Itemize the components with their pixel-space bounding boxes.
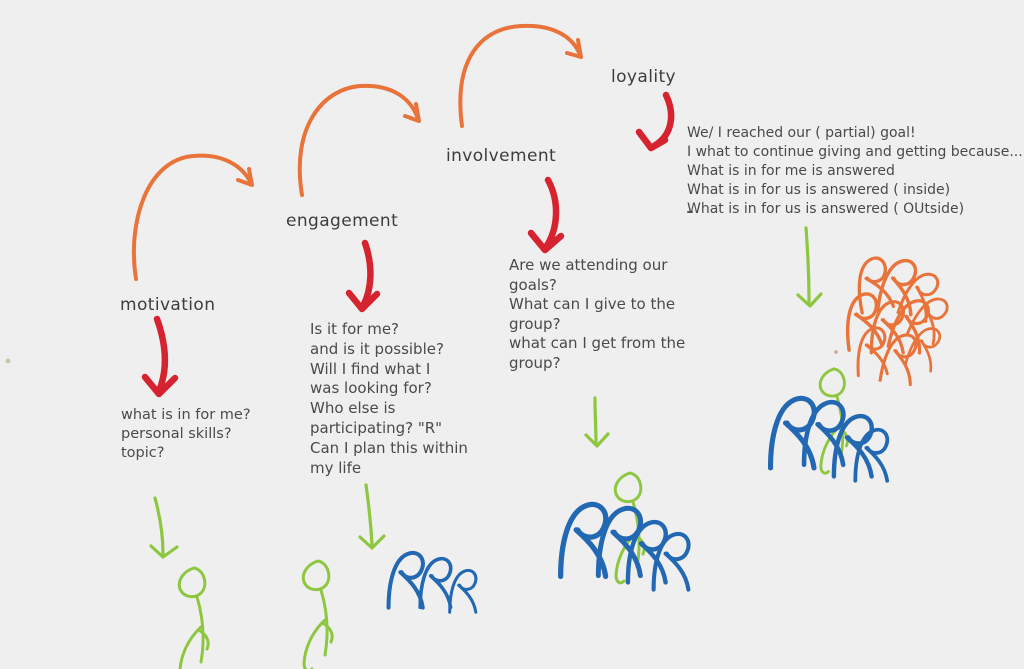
green-arrow-motivation-icon — [149, 496, 179, 559]
green-arrow-loyality-icon — [796, 226, 823, 308]
arc-involvement-to-loyality-icon — [458, 23, 583, 128]
note-line: group? — [509, 353, 561, 372]
stray-dot-left — [5, 358, 11, 364]
red-arrow-motivation-icon — [141, 315, 179, 398]
note-line: I what to continue giving and getting be… — [687, 144, 1023, 160]
crowd-loyality-icon — [839, 254, 952, 387]
note-line: What is in for me is answered — [687, 163, 895, 179]
note-line: and is it possible? — [310, 339, 444, 358]
green-arrow-engagement-icon — [358, 483, 386, 550]
green-arrow-involvement-icon — [584, 396, 610, 448]
small-group-engagement-icon — [389, 553, 478, 614]
stray-marks — [5, 211, 838, 364]
note-line: Who else is — [310, 399, 396, 418]
note-line: participating? "R" — [310, 418, 443, 437]
emphasis-arrows — [141, 91, 675, 398]
red-arrow-involvement-icon — [527, 176, 565, 254]
group-involvement-icon — [561, 504, 689, 589]
note-line: what is in for me? — [121, 407, 251, 423]
note-line: goals? — [509, 275, 557, 294]
note-line: What is in for us is answered ( inside) — [687, 182, 951, 198]
person-motivation-icon — [177, 566, 210, 669]
note-line: Is it for me? — [310, 320, 400, 338]
note-line: What can I give to the — [509, 295, 676, 313]
person-outline — [904, 322, 943, 373]
stage-label-involvement: involvement — [446, 146, 557, 166]
person-outline — [389, 553, 423, 608]
green-person-figures — [177, 367, 849, 669]
note-line: We/ I reached our ( partial) goal! — [687, 125, 916, 141]
note-line: Can I plan this within — [310, 438, 468, 457]
note-line: group? — [509, 314, 561, 333]
note-line: was looking for? — [310, 379, 432, 398]
note-line: topic? — [121, 445, 165, 461]
stray-dot-crowd — [834, 350, 838, 354]
notes-engagement: Is it for me? and is it possible? Will I… — [310, 320, 468, 478]
note-line: personal skills? — [121, 426, 232, 442]
notes-involvement: Are we attending our goals? What can I g… — [509, 256, 685, 373]
person-outline — [448, 568, 478, 614]
person-engagement-icon — [301, 559, 334, 669]
arc-engagement-to-involvement-icon — [297, 83, 421, 197]
notes-motivation: what is in for me? personal skills? topi… — [121, 406, 251, 463]
notes-loyality: We/ I reached our ( partial) goal! I wha… — [687, 124, 1023, 219]
red-arrow-loyality-icon — [635, 91, 675, 152]
note-line: my life — [310, 458, 362, 477]
stage-arcs — [131, 23, 583, 281]
note-line: What is in for us is answered ( OUtside) — [687, 201, 965, 217]
outcome-arrows — [149, 226, 823, 559]
stage-label-motivation: motivation — [120, 295, 216, 315]
stage-label-loyality: loyality — [611, 67, 676, 87]
note-line: what can I get from the — [509, 334, 686, 352]
note-line: Will I find what I — [310, 359, 431, 378]
note-line: Are we attending our — [509, 256, 668, 274]
stage-label-engagement: engagement — [286, 211, 399, 231]
arc-motivation-to-engagement-icon — [131, 153, 254, 281]
red-arrow-engagement-icon — [345, 239, 381, 313]
